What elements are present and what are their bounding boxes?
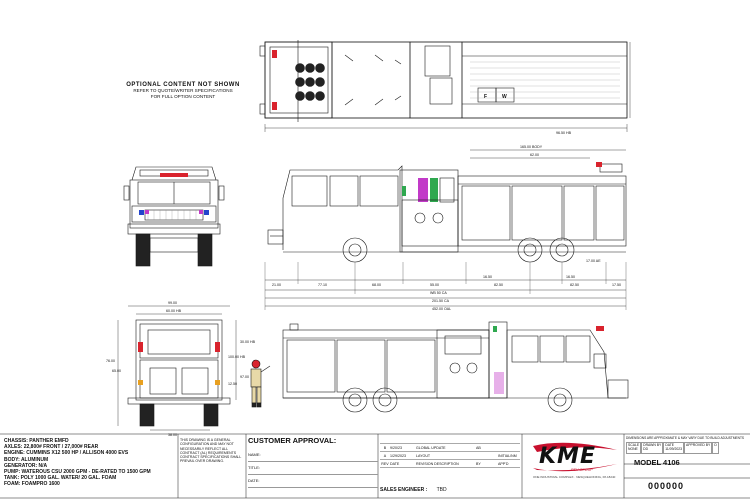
customer-date-field[interactable]: DATE: — [248, 475, 378, 488]
dim-h4: 97.00 — [240, 375, 249, 379]
tb-cell: APPROVED BY — [684, 442, 713, 454]
spec-generator: GENERATOR: N/A — [4, 462, 48, 469]
rev-cell: REVISION DESCRIPTION — [416, 461, 459, 466]
dim-ae: 201.50 CA — [432, 299, 450, 303]
logo-swoosh-icon — [533, 442, 617, 472]
rev-cell: 9/20/23 — [390, 445, 402, 450]
tb-rev-value: D — [714, 443, 717, 447]
dim-seg3: 68.00 — [372, 283, 381, 287]
side-view-officer — [282, 321, 629, 413]
tb-label: DRAWN BY — [643, 443, 662, 447]
dim-seg6: 82.50 — [570, 283, 579, 287]
dim-seg4: 55.00 — [430, 283, 439, 287]
customer-approval-title: CUSTOMER APPROVAL: — [248, 436, 337, 445]
spec-list: CHASSIS: PANTHER EMFD AXLES: 22,800# FRO… — [4, 438, 179, 488]
optional-content-note: OPTIONAL CONTENT NOT SHOWN REFER TO QUOT… — [108, 82, 258, 99]
rev-cell: LAYOUT — [416, 453, 431, 458]
dim-h2: 100.00 HB — [228, 355, 246, 359]
sales-engineer: SALES ENGINEER : TBD — [380, 487, 447, 493]
spec-axles: AXLES: 22,800# FRONT / 27,000# REAR — [4, 444, 99, 451]
dim-seg1: 21.00 — [272, 283, 281, 287]
rev-cell: 1/29/2023 — [390, 453, 406, 458]
tb-label: APPROVED BY — [686, 443, 711, 447]
dim-seg5: 82.50 — [494, 283, 503, 287]
spec-tank: TANK: POLY 1000 GAL. WATER/ 20 GAL. FOAM — [4, 475, 117, 482]
panel-w: W — [502, 94, 507, 100]
revision-table: B 9/20/23 GLOBAL UPDATE AB A 1/29/2023 L… — [380, 436, 520, 468]
dim-h1: 30.00 HB — [240, 340, 256, 344]
dim-wb: WB 50 CA — [430, 291, 447, 295]
rev-cell: DATE — [390, 461, 400, 466]
dim-seg7: 17.50 — [612, 283, 621, 287]
rev-cell: INITIAL/NM — [498, 453, 517, 458]
dim-sub2: 16.50 — [566, 275, 575, 279]
note-heading: OPTIONAL CONTENT NOT SHOWN — [126, 82, 240, 88]
dim-w2: 60.00 HB — [166, 309, 182, 313]
dim-bottom-w: 38.00 — [168, 433, 177, 437]
customer-title-field[interactable]: TITLE: — [248, 462, 378, 475]
table-row: A 1/29/2023 LAYOUT INITIAL/NM — [380, 452, 520, 460]
note-line2: FOR FULL OPTION CONTENT — [150, 93, 216, 99]
tb-cell-rev: D — [712, 442, 719, 454]
title-block-frame — [0, 433, 750, 499]
logo-text: KME — [539, 444, 596, 469]
tb-label: SCALE — [628, 443, 640, 447]
side-view-driver — [264, 149, 627, 310]
rev-cell: REV — [381, 461, 389, 466]
dim-ground-ae: 17.00 AE — [586, 259, 601, 263]
dim-h3: 12.50 — [228, 382, 237, 386]
table-row: REV DATE REVISION DESCRIPTION BY APP'D — [380, 460, 520, 468]
customer-approval: CUSTOMER APPROVAL: NAME: TITLE: DATE: — [248, 436, 378, 488]
spec-engine: ENGINE: CUMMINS X12 500 HP / ALLISON 400… — [4, 450, 129, 457]
dim-oal: 452.00 OAL — [432, 307, 451, 311]
rev-cell: GLOBAL UPDATE — [416, 445, 446, 450]
dim-top-hb: 96.50 HB — [556, 131, 572, 135]
sales-engineer-label: SALES ENGINEER : — [380, 487, 428, 493]
dim-body-width: 165.00 BODY — [520, 145, 543, 149]
spec-body: BODY: ALUMINUM — [4, 456, 49, 463]
firefighter-figure — [250, 359, 271, 408]
table-row: B 9/20/23 GLOBAL UPDATE AB — [380, 444, 520, 452]
logo-subtext: REV GROUP — [571, 468, 593, 472]
rear-view — [117, 305, 237, 431]
dim-sub1: 16.50 — [483, 275, 492, 279]
kme-logo: KME REV GROUP ONE INDUSTRIAL COMPLEX · N… — [527, 440, 622, 482]
disclaimer-text: THIS DRAWING IS A GENERAL CONFIGURATION … — [180, 438, 242, 464]
customer-name-field[interactable]: NAME: — [248, 449, 378, 462]
tb-value: DD — [643, 447, 649, 451]
spec-chassis: CHASSIS: PANTHER EMFD — [4, 438, 69, 444]
tb-value: 11/09/2023 — [665, 447, 682, 451]
rev-cell: AB — [476, 445, 481, 450]
logo-address: ONE INDUSTRIAL COMPLEX · NESQUEHONING, P… — [533, 475, 616, 479]
dim-h6: 65.00 — [112, 369, 121, 373]
dim-h5: 76.00 — [106, 359, 115, 363]
dim-w1: 99.00 — [168, 301, 177, 305]
drawing-number: 000000 — [648, 481, 685, 491]
dim-seg2: 77.10 — [318, 283, 327, 287]
spec-foam: FOAM: FOAMPRO 1600 — [4, 481, 60, 488]
front-view — [123, 166, 225, 267]
table-row — [380, 436, 520, 444]
rev-cell: A — [383, 453, 387, 458]
title-block: DIMENSIONS ARE APPROXIMATE & MAY VARY DU… — [626, 436, 746, 491]
spec-pump: PUMP: WATEROUS CSU 2000 GPM - DE-RATED T… — [4, 469, 151, 476]
tb-value: NONE — [628, 447, 638, 451]
rev-cell: B — [383, 445, 387, 450]
rev-cell: BY — [476, 461, 481, 466]
tb-label: DATE — [665, 443, 675, 447]
note-line1: REFER TO QUOTE/WRITER SPECIFICATIONS — [133, 88, 233, 93]
model-number: MODEL 4106 — [634, 458, 680, 467]
dim-body-width2: 62.00 — [530, 153, 539, 157]
sales-engineer-value: TBD — [436, 487, 447, 493]
top-view — [259, 40, 631, 132]
panel-f: F — [484, 94, 487, 100]
rev-cell: APP'D — [498, 461, 509, 466]
title-block-notice: DIMENSIONS ARE APPROXIMATE & MAY VARY DU… — [626, 436, 745, 440]
